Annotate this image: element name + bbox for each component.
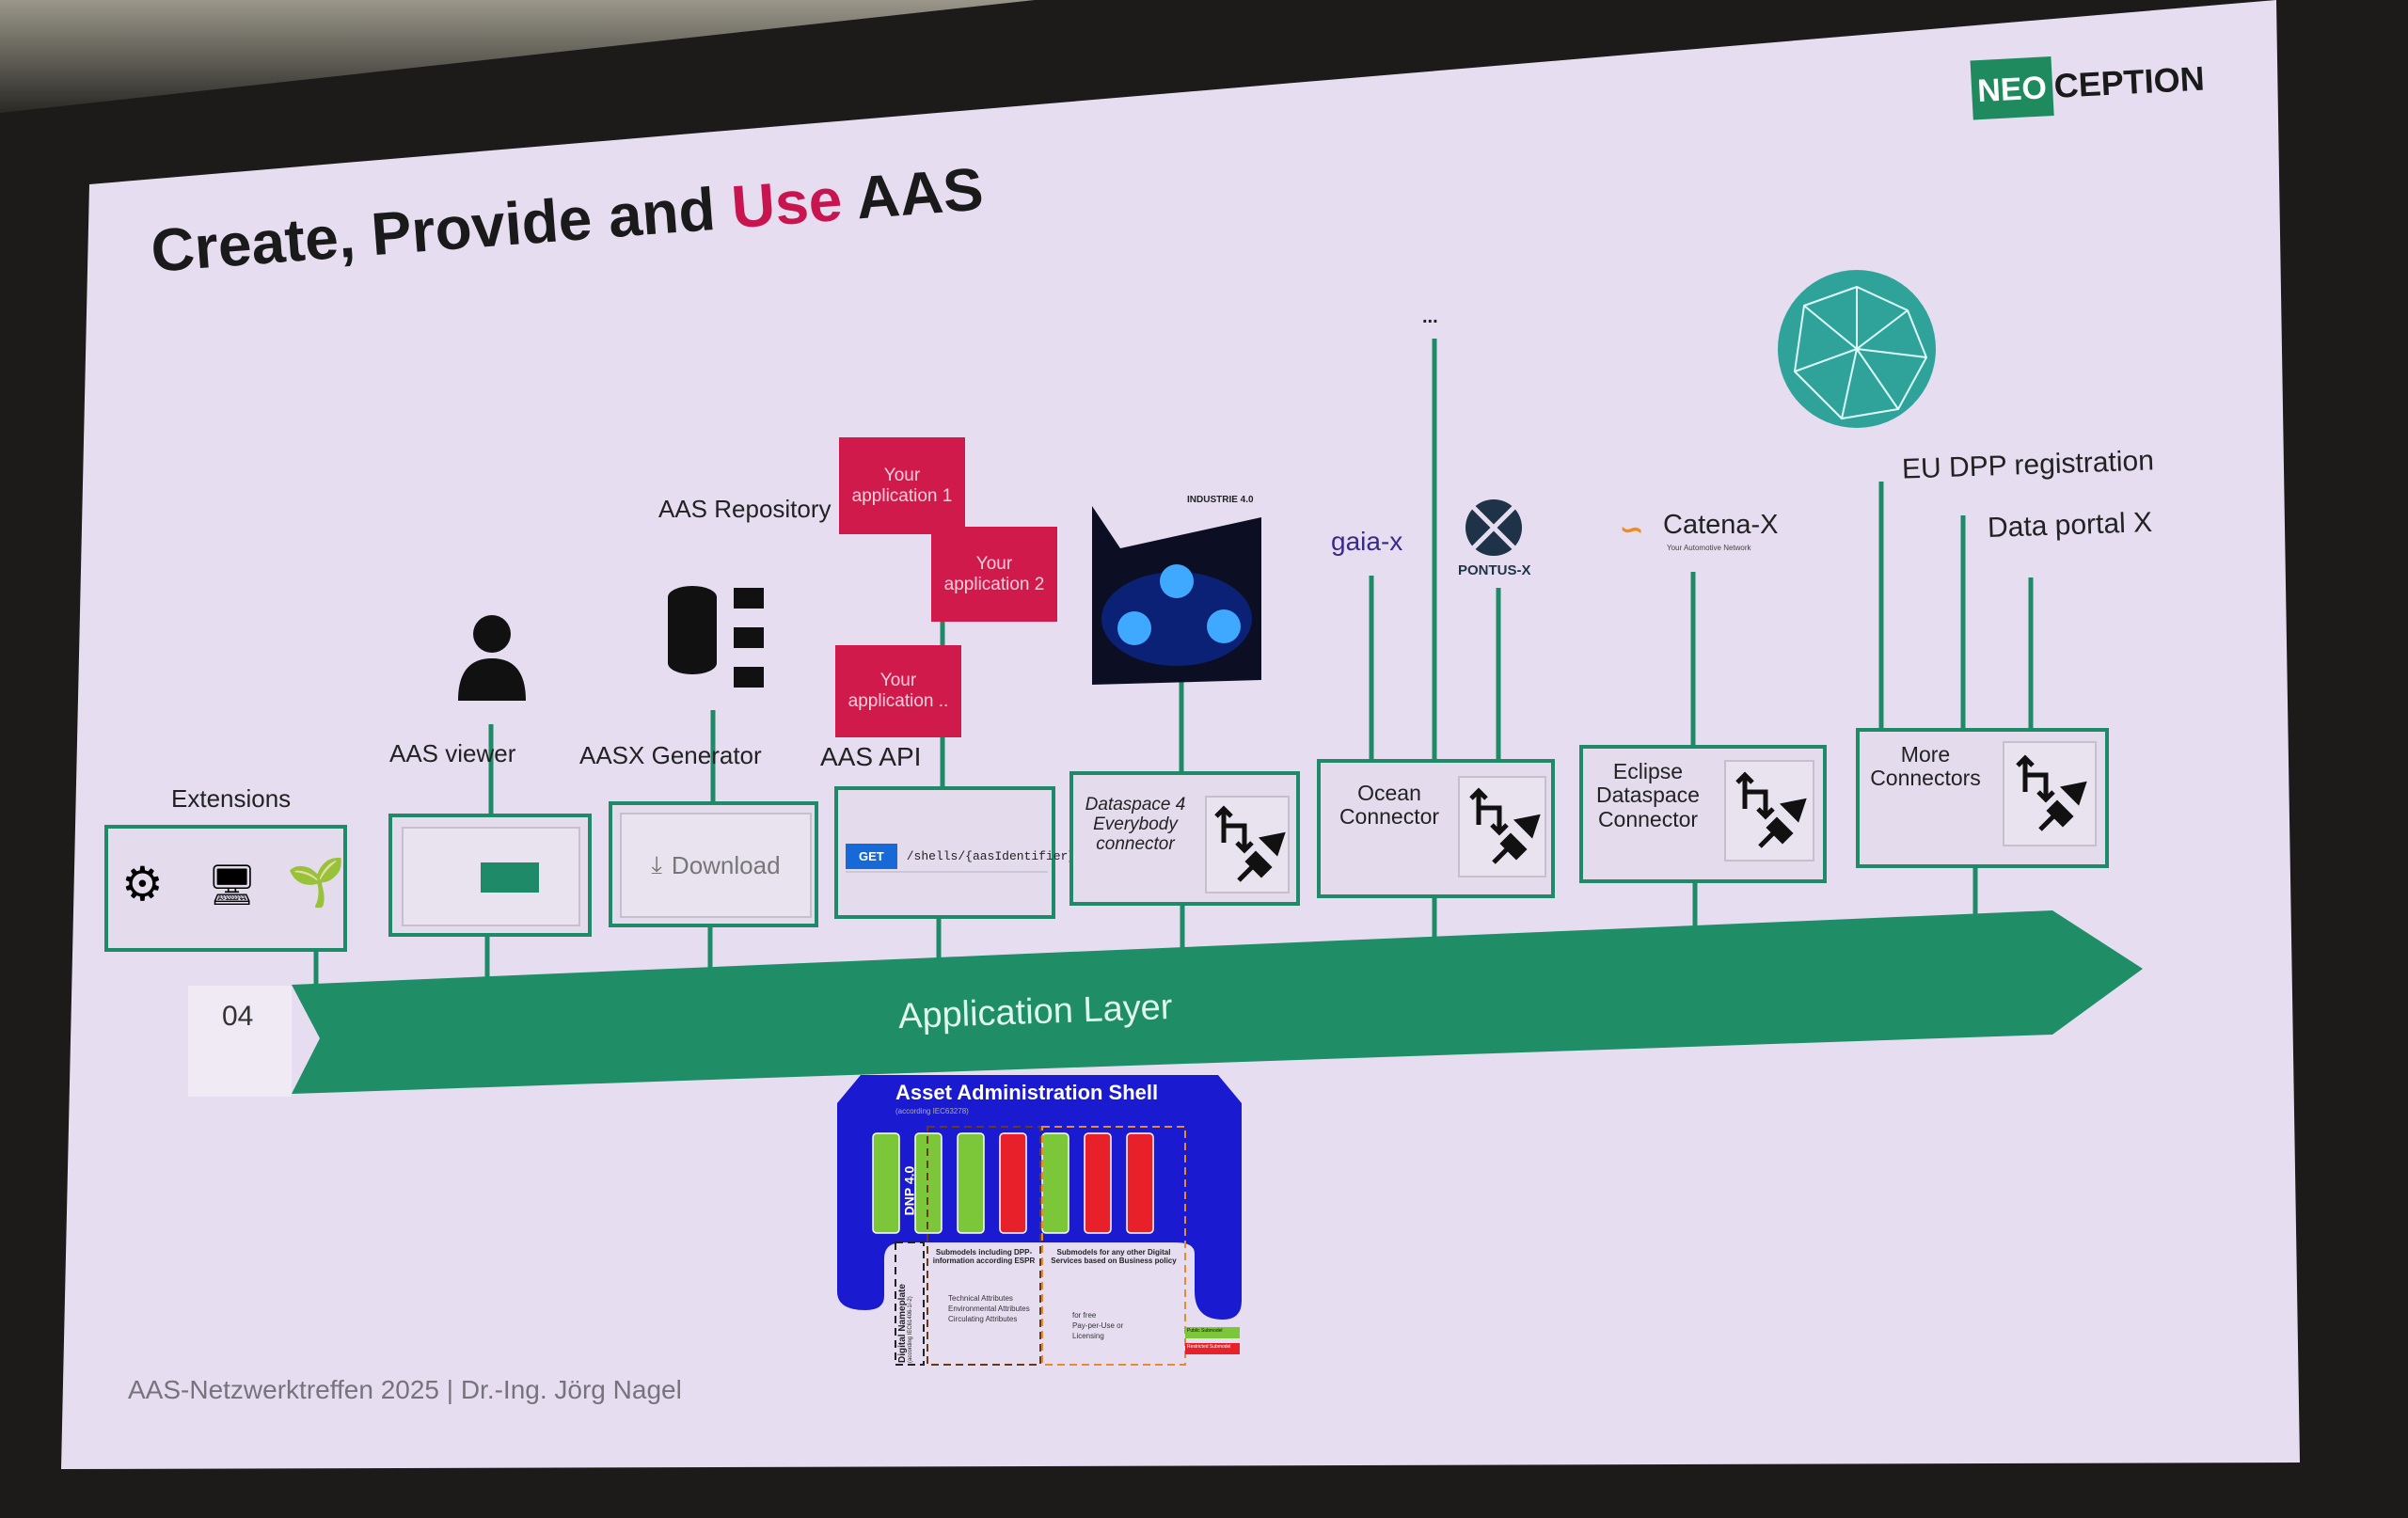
eclipse-connector-box[interactable]: Eclipse Dataspace Connector	[1579, 745, 1827, 883]
services-item: Pay-per-Use or	[1072, 1321, 1124, 1331]
aasx-generator-box: ⤓ Download	[609, 801, 818, 927]
plant-extension-icon: 🌱	[287, 856, 346, 909]
digital-nameplate-sub: (according IEC61406-1/-2)	[908, 1296, 913, 1363]
api-path: /shells/{aasIdentifier}	[906, 848, 1076, 863]
legend-public: Public Submodel	[1187, 1328, 1223, 1334]
restricted-submodel-bar	[1084, 1132, 1112, 1234]
restricted-submodel-bar	[1126, 1132, 1154, 1234]
public-submodel-bar	[914, 1132, 943, 1234]
aas-viewer-label: AAS viewer	[389, 739, 516, 767]
user-icon	[458, 615, 526, 701]
globe-network-icon	[1778, 270, 1936, 428]
more-ecosystems-ellipsis: ...	[1422, 307, 1438, 327]
dnp-label: DNP 4.0	[901, 1165, 917, 1216]
extensions-label: Extensions	[171, 784, 292, 813]
connector-icon-frame	[1458, 776, 1546, 878]
aas-shell-diagram: Asset Administration Shell (according IE…	[837, 1075, 1242, 1367]
application-box-2: Your application 2	[931, 527, 1057, 622]
industrie-cloud-image	[1092, 506, 1261, 685]
monitor-extension-icon: 🖥	[207, 862, 258, 907]
connector-icon-frame	[2003, 741, 2097, 846]
aas-shell-subtitle: (according IEC63278)	[895, 1107, 969, 1115]
application-layer-arrow	[292, 910, 2143, 1094]
public-submodel-bar	[1041, 1132, 1069, 1234]
digital-nameplate-block: Digital Nameplate (according IEC61406-1/…	[897, 1284, 914, 1363]
connector-icon	[1207, 798, 1288, 892]
database-icon	[668, 586, 764, 688]
more-connectors-label: More Connectors	[1870, 742, 1981, 791]
ocean-connector-box[interactable]: Ocean Connector	[1317, 759, 1555, 898]
viewer-screenshot	[402, 827, 580, 926]
download-button[interactable]: ⤓ Download	[620, 813, 812, 918]
aas-api-label: AAS API	[820, 742, 922, 771]
download-icon: ⤓	[651, 850, 662, 878]
catena-x-logo: Catena-X	[1663, 510, 1779, 540]
get-method-badge: GET	[846, 843, 897, 869]
ocean-connector-label: Ocean Connector	[1339, 781, 1440, 830]
public-submodel-bar	[872, 1132, 900, 1234]
aasx-generator-label: AASX Generator	[579, 741, 762, 769]
aas-shell-shape	[837, 1075, 1242, 1366]
gaia-x-logo: gaia-x	[1331, 527, 1403, 556]
pontus-x-icon	[1465, 499, 1522, 556]
industrie-logo: INDUSTRIE 4.0	[1187, 495, 1254, 505]
dpp-item: Technical Attributes	[948, 1294, 1013, 1303]
connector-icon-frame	[1205, 796, 1290, 893]
digital-nameplate-label: Digital Nameplate	[897, 1284, 908, 1363]
aas-api-box: GET /shells/{aasIdentifier}	[834, 786, 1075, 919]
aas-viewer-box[interactable]	[388, 814, 592, 937]
services-item: for free	[1072, 1311, 1097, 1320]
dpp-item: Circulating Attributes	[948, 1315, 1018, 1324]
aas-repository-label: AAS Repository	[658, 495, 832, 523]
connector-icon	[1460, 778, 1545, 876]
connector-icon	[2004, 743, 2095, 845]
viewer-panel	[481, 862, 539, 893]
restricted-submodel-bar	[999, 1132, 1027, 1234]
catena-x-icon: ∽	[1620, 514, 1644, 546]
services-items: for free Pay-per-Use or Licensing	[1072, 1310, 1123, 1342]
eclipse-connector-label: Eclipse Dataspace Connector	[1596, 759, 1700, 831]
slide-number-tab	[188, 986, 292, 1097]
catena-x-tagline: Your Automotive Network	[1667, 544, 1751, 552]
data-portal-label: Data portal X	[1987, 506, 2153, 545]
dpp-items: Technical Attributes Environmental Attri…	[948, 1293, 1030, 1325]
robot-extension-icon: ⚙	[121, 858, 164, 910]
pontus-x-label: PONTUS-X	[1458, 562, 1531, 578]
application-box-3: Your application ..	[835, 645, 961, 737]
slide-number: 04	[222, 1001, 254, 1032]
services-item: Licensing	[1072, 1332, 1104, 1341]
connector-icon-frame	[1724, 760, 1814, 862]
slide-footer: AAS-Netzwerktreffen 2025 | Dr.-Ing. Jörg…	[128, 1375, 682, 1404]
application-box-1: Your application 1	[839, 437, 965, 534]
download-label: Download	[671, 850, 781, 879]
legend-private: Restricted Submodel	[1187, 1344, 1231, 1350]
connector-icon	[1726, 762, 1813, 860]
dpp-heading: Submodels including DPP-information acco…	[932, 1248, 1036, 1265]
aas-shell-title: Asset Administration Shell	[895, 1081, 1159, 1104]
dataspace4-label: Dataspace 4 Everybody connector	[1085, 795, 1186, 854]
dataspace4-connector-box[interactable]: Dataspace 4 Everybody connector	[1069, 771, 1300, 906]
more-connectors-box[interactable]: More Connectors	[1856, 728, 2109, 868]
services-heading: Submodels for any other Digital Services…	[1051, 1248, 1177, 1265]
extensions-box[interactable]: ⚙ 🖥 🌱	[104, 825, 347, 952]
dpp-item: Environmental Attributes	[948, 1305, 1030, 1314]
api-endpoint[interactable]: GET /shells/{aasIdentifier}	[846, 841, 1075, 873]
public-submodel-bar	[957, 1132, 985, 1234]
